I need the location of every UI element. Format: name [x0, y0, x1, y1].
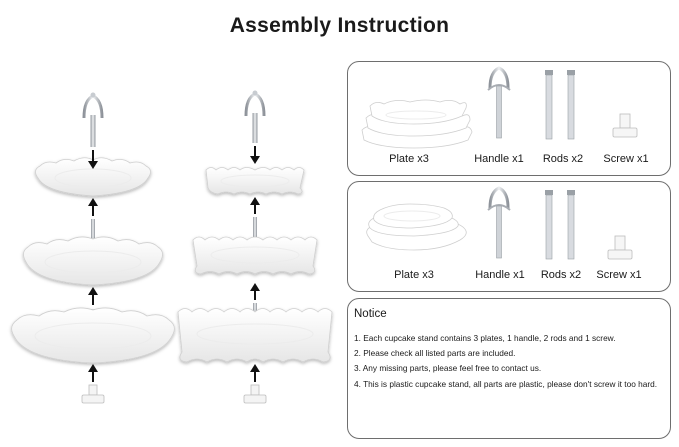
- handle-icon: [487, 66, 511, 139]
- notice-item: 1. Each cupcake stand contains 3 plates,…: [354, 333, 616, 343]
- round-kit-parts-panel: Plate x3 Handle x1 Rods x2 Screw x1: [347, 181, 671, 292]
- round-rod-upper: [91, 219, 95, 243]
- arrow-up-icon: [88, 287, 98, 305]
- rods-icon: [545, 190, 575, 260]
- notice-item: 3. Any missing parts, please feel free t…: [354, 363, 542, 374]
- part-label: Screw x1: [603, 153, 649, 165]
- screw-icon: [81, 384, 105, 404]
- arrow-up-icon: [88, 364, 98, 382]
- screw-icon: [243, 384, 267, 404]
- part-label: Plate x3: [389, 153, 429, 165]
- notice-item: 2. Please check all listed parts are inc…: [354, 348, 516, 359]
- square-plate-bottom: [177, 308, 333, 363]
- square-plate-top: [205, 167, 305, 195]
- notice-heading: Notice: [354, 308, 387, 320]
- screw-icon: [612, 113, 638, 138]
- notice-panel: Notice 1. Each cupcake stand contains 3 …: [347, 298, 671, 439]
- square-plates-icon: [361, 99, 473, 149]
- assembly-illustration: [11, 90, 333, 404]
- arrow-up-icon: [250, 283, 260, 300]
- page-title: Assembly Instruction: [229, 14, 450, 37]
- part-label: Rods x2: [542, 153, 584, 165]
- round-stand-handle: [82, 92, 104, 147]
- square-stand-handle: [244, 90, 266, 143]
- notice-list: 1. Each cupcake stand contains 3 plates,…: [354, 332, 666, 393]
- arrow-up-icon: [250, 364, 260, 382]
- rods-icon: [545, 70, 575, 140]
- round-plates-icon: [366, 203, 467, 251]
- square-rod-upper: [253, 217, 257, 237]
- part-label: Handle x1: [474, 153, 524, 165]
- part-label: Handle x1: [475, 269, 525, 281]
- arrow-up-icon: [250, 197, 260, 214]
- arrow-up-icon: [88, 198, 98, 216]
- notice-item: 4. This is plastic cupcake stand, all pa…: [354, 378, 658, 389]
- square-kit-parts-panel: Plate x3 Handle x1 Rods x2 Screw x1: [347, 61, 671, 176]
- part-label: Plate x3: [394, 269, 434, 281]
- screw-icon: [607, 235, 633, 260]
- round-plate-bottom: [11, 307, 175, 364]
- part-label: Screw x1: [596, 269, 642, 281]
- arrow-down-icon: [250, 146, 260, 164]
- handle-icon: [487, 186, 511, 259]
- square-plate-middle: [192, 236, 318, 275]
- round-plate-middle: [23, 236, 163, 286]
- part-label: Rods x2: [540, 269, 582, 281]
- arrow-down-icon: [88, 150, 98, 169]
